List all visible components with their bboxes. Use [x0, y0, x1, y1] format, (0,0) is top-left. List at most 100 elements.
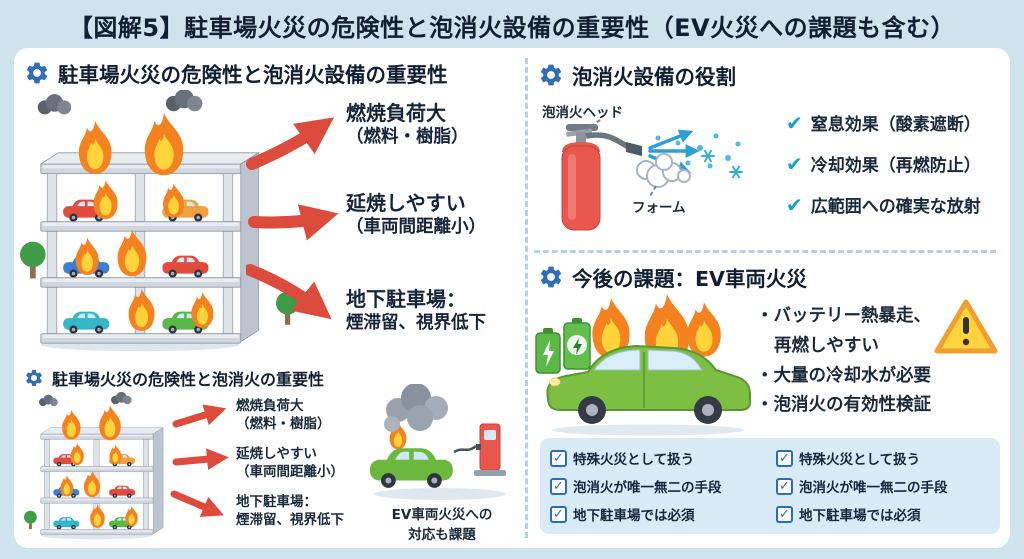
- snowflake-icon: [701, 149, 743, 179]
- checklist-label: 地下駐車場では必須: [799, 508, 921, 524]
- check-icon: ✔: [786, 192, 803, 217]
- parking-garage-fire-illustration-small: [24, 392, 192, 542]
- check-icon: ✔: [786, 151, 803, 176]
- section-title: 駐車場火災の危険性と泡消火設備の重要性: [58, 63, 448, 87]
- checklist-item: ✓ 地下駐車場では必須: [550, 504, 764, 524]
- red-arrow-icons-small: [170, 404, 229, 517]
- fire-risk-point: 燃焼負荷大 （燃料・樹脂）: [346, 100, 469, 149]
- horizontal-divider: [534, 250, 996, 253]
- checklist-label: 泡消火が唯一無二の手段: [799, 480, 948, 496]
- red-arrow-icons: [246, 117, 339, 320]
- flame-icon: [687, 302, 721, 357]
- ev-car: [370, 448, 453, 488]
- content-canvas: 駐車場火災の危険性と泡消火設備の重要性 燃焼負荷大 （燃料・樹脂） 延焼しやすい…: [14, 48, 1010, 548]
- fire-risk-subpoint: 燃焼負荷大 （燃料・樹脂）: [236, 398, 331, 433]
- fire-extinguisher-illustration: [561, 119, 743, 231]
- checkbox-icon: ✓: [550, 505, 567, 523]
- section-title: 泡消火設備の役割: [572, 65, 736, 89]
- vertical-divider: [525, 58, 528, 538]
- section-header-parking-fire: 駐車場火災の危険性と泡消火設備の重要性: [24, 58, 448, 88]
- fire-risk-point: 地下駐車場： 煙滞留、視界低下: [346, 286, 486, 335]
- checklist-item: ✓ 地下駐車場では必須: [776, 504, 990, 524]
- ev-charging-fire-illustration: [370, 384, 506, 500]
- gear-icon: [26, 369, 42, 386]
- checklist-label: 泡消火が唯一無二の手段: [573, 480, 722, 496]
- checkbox-icon: ✓: [776, 477, 793, 495]
- fire-risk-point: 延焼しやすい （車両間距離小）: [346, 190, 486, 239]
- bullet-line: ・バッテリー熱暴走、: [756, 306, 931, 326]
- point-line: （燃料・樹脂）: [236, 415, 331, 432]
- bullet-line: ・泡消火の有効性検証: [756, 395, 931, 416]
- gear-icon: [26, 62, 48, 84]
- subsection-title: 駐車場火災の危険性と泡消火の重要性: [52, 370, 325, 389]
- point-line: （車両間距離小）: [236, 463, 344, 480]
- arrow-icon: [170, 490, 224, 517]
- battery-icon: [535, 328, 561, 374]
- charging-station: [453, 423, 506, 476]
- foam-benefit: ✔ 窒息効果（酸素遮断）: [786, 110, 981, 136]
- checkbox-icon: ✓: [776, 449, 793, 467]
- checkbox-icon: ✓: [776, 505, 793, 523]
- point-line: 地下駐車場：: [236, 494, 317, 510]
- checkbox-icon: ✓: [550, 477, 567, 495]
- section-header-foam-role: 泡消火設備の役割: [538, 60, 736, 90]
- ev-car: [546, 344, 751, 424]
- foam-head-label: 泡消火ヘッド: [542, 105, 623, 121]
- point-line: 延焼しやすい: [236, 446, 317, 462]
- caption-line: EV車両火災への: [391, 507, 493, 523]
- ev-challenge-bullets: ・バッテリー熱暴走、 再燃しやすい ・大量の冷却水が必要 ・泡消火の有効性検証: [756, 302, 931, 421]
- ev-fire-caption: EV車両火災への 対応も課題: [366, 506, 518, 545]
- point-line: 煙滞留、視界低下: [236, 511, 344, 528]
- bullet-line: 再燃しやすい: [774, 335, 879, 356]
- foam-label: フォーム: [632, 200, 686, 216]
- page-title: 【図解5】駐車場火災の危険性と泡消火設備の重要性（EV火災への課題も含む）: [68, 14, 956, 42]
- arrow-icon: [172, 404, 227, 428]
- ev-checklist-box: ✓ 特殊火災として扱う ✓ 泡消火が唯一無二の手段 ✓ 地下駐車場では必須 ✓ …: [540, 438, 1000, 534]
- label-pointer-line: [649, 185, 657, 197]
- arrow-icon: [172, 448, 229, 470]
- gear-icon: [540, 266, 562, 288]
- label-pointer-line: [585, 119, 601, 131]
- benefit-label: 広範囲への確実な放射: [810, 197, 981, 217]
- point-line: 煙滞留、視界低下: [346, 313, 486, 333]
- tree-icon: [20, 241, 46, 279]
- arrow-icon: [246, 264, 332, 320]
- checklist-label: 特殊火災として扱う: [573, 452, 695, 468]
- checklist-column-left: ✓ 特殊火災として扱う ✓ 泡消火が唯一無二の手段 ✓ 地下駐車場では必須: [550, 448, 764, 524]
- point-line: （車両間距離小）: [346, 217, 486, 237]
- checklist-item: ✓ 泡消火が唯一無二の手段: [550, 476, 764, 496]
- point-line: 地下駐車場：: [346, 287, 466, 311]
- foam-benefits-list: ✔ 窒息効果（酸素遮断） ✔ 冷却効果（再燃防止） ✔ 広範囲への確実な放射: [786, 110, 981, 218]
- warning-icon: [934, 299, 998, 354]
- check-icon: ✔: [786, 110, 803, 135]
- benefit-label: 窒息効果（酸素遮断）: [810, 115, 981, 135]
- foam-cloud: [636, 153, 691, 188]
- fire-risk-subpoint: 延焼しやすい （車両間距離小）: [236, 446, 344, 481]
- ev-fire-illustration: [535, 294, 751, 436]
- battery-icon: [563, 318, 591, 370]
- checklist-label: 特殊火災として扱う: [799, 452, 921, 468]
- checklist-item: ✓ 特殊火災として扱う: [550, 448, 764, 468]
- arrow-icon: [246, 117, 335, 170]
- foam-benefit: ✔ 広範囲への確実な放射: [786, 192, 981, 218]
- section-title: 今後の課題：EV車両火災: [572, 267, 807, 291]
- arrow-icon: [248, 204, 339, 241]
- extinguisher: [561, 124, 642, 231]
- checklist-label: 地下駐車場では必須: [573, 508, 695, 524]
- checkbox-icon: ✓: [550, 449, 567, 467]
- point-line: 延焼しやすい: [346, 191, 466, 215]
- fire-risk-subpoint: 地下駐車場： 煙滞留、視界低下: [236, 494, 344, 529]
- point-line: 燃焼負荷大: [346, 101, 446, 125]
- bullet-line: ・大量の冷却水が必要: [756, 365, 931, 386]
- parking-garage: [38, 90, 259, 351]
- foam-benefit: ✔ 冷却効果（再燃防止）: [786, 151, 981, 177]
- gear-icon: [540, 64, 562, 86]
- tree-icon: [24, 510, 37, 530]
- smoke-cloud: [384, 384, 448, 432]
- parking-garage: [39, 392, 163, 539]
- checklist-item: ✓ 特殊火災として扱う: [776, 448, 990, 468]
- section-header-parking-fire-sub: 駐車場火災の危険性と泡消火の重要性: [24, 366, 324, 390]
- checklist-item: ✓ 泡消火が唯一無二の手段: [776, 476, 990, 496]
- section-header-ev-challenges: 今後の課題：EV車両火災: [538, 262, 807, 292]
- point-line: 燃焼負荷大: [236, 398, 304, 414]
